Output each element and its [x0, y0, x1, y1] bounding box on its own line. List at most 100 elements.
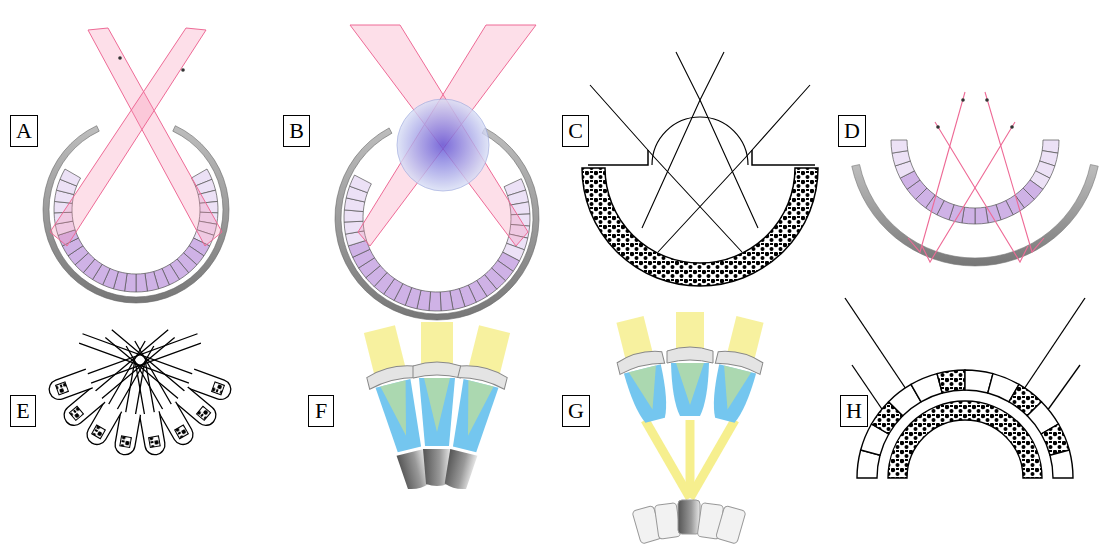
- light-cone: [447, 379, 498, 454]
- light-beam: [676, 312, 704, 352]
- panel-label-box: A: [10, 115, 38, 147]
- light-ray: [1018, 298, 1085, 398]
- light-cone: [376, 379, 427, 454]
- panel-label-box: F: [308, 395, 334, 427]
- fiber-line: [88, 334, 201, 383]
- light-cone: [676, 363, 704, 405]
- fiber-line: [109, 341, 154, 409]
- detector-block: [344, 210, 363, 222]
- panel-letter: C: [568, 120, 583, 142]
- detector-block: [440, 291, 453, 311]
- light-cone: [629, 365, 666, 413]
- fiber-line: [95, 330, 174, 399]
- light-beam: [50, 28, 206, 246]
- panel-a: [43, 28, 229, 303]
- detector-block: [60, 169, 81, 186]
- light-ray: [985, 92, 1044, 252]
- ray-arrow: [985, 98, 989, 102]
- photodetector: [678, 500, 700, 534]
- optic-unit: [608, 314, 678, 426]
- fiber-unit: [46, 329, 202, 402]
- reflector-arc: [852, 165, 1098, 266]
- panel-b: [335, 25, 539, 320]
- light-cone: [624, 364, 674, 425]
- surface-line: [588, 150, 815, 165]
- panel-e: [46, 326, 233, 456]
- fiber-unit: [77, 329, 233, 402]
- light-ray: [700, 52, 758, 228]
- optic-unit: [703, 314, 773, 426]
- light-cone: [424, 378, 450, 432]
- light-ray: [590, 85, 742, 252]
- optic-unit: [667, 312, 713, 416]
- light-ray: [658, 85, 810, 252]
- crystal: [212, 382, 225, 395]
- ray-arrow: [961, 98, 965, 102]
- panel-letter: H: [846, 400, 862, 422]
- panel-label-box: H: [840, 395, 868, 427]
- crystal: [120, 436, 132, 448]
- textured-annulus: [888, 401, 1042, 478]
- light-beam: [358, 25, 536, 246]
- light-beam: [645, 420, 690, 498]
- scintillation-spot: [397, 99, 489, 191]
- crystal: [149, 436, 161, 448]
- panel-letter: F: [315, 400, 327, 422]
- ray-arrow: [118, 56, 122, 60]
- panel-label-box: G: [562, 395, 590, 427]
- light-cone: [671, 363, 709, 416]
- detector-block: [975, 207, 988, 224]
- detector-block: [716, 505, 747, 544]
- panel-label-box: D: [838, 115, 866, 147]
- segment-block: [1050, 450, 1073, 478]
- light-ray: [845, 298, 912, 398]
- panel-f: [356, 322, 518, 494]
- dome: [652, 117, 748, 165]
- segment-block: [937, 370, 965, 393]
- detector-block: [136, 273, 147, 292]
- panel-h: [845, 298, 1085, 478]
- light-ray: [922, 122, 1015, 262]
- light-cone: [714, 365, 751, 413]
- panel-letter: B: [289, 120, 304, 142]
- light-cone: [380, 380, 418, 439]
- textured-annulus: [582, 168, 818, 286]
- panel-letter: A: [16, 120, 32, 142]
- panel-label-box: E: [10, 395, 36, 427]
- light-beam: [690, 420, 735, 498]
- fiber-line: [136, 362, 155, 414]
- lens: [667, 347, 713, 363]
- panel-label-box: B: [283, 115, 310, 147]
- light-beam: [421, 322, 453, 367]
- panel-letter: D: [844, 120, 860, 142]
- crystal: [92, 425, 106, 439]
- lens: [413, 362, 461, 378]
- light-cone: [419, 378, 455, 446]
- ray-arrow: [936, 125, 940, 129]
- light-ray: [908, 92, 965, 252]
- photodetector: [441, 449, 477, 492]
- crystal: [197, 406, 211, 420]
- ray-arrow: [1010, 125, 1014, 129]
- crystal: [69, 406, 83, 420]
- detector-block: [654, 503, 681, 540]
- panel-c: [582, 52, 818, 286]
- detector-block: [891, 140, 908, 153]
- panel-label-box: C: [562, 115, 589, 147]
- tube: [140, 411, 167, 456]
- light-cone: [455, 380, 493, 439]
- tube: [46, 369, 92, 402]
- panel-d: [852, 92, 1098, 266]
- light-ray: [935, 122, 1028, 262]
- panel-letter: E: [16, 400, 29, 422]
- light-beam: [88, 28, 222, 246]
- panel-g: [608, 312, 773, 544]
- optic-unit: [432, 323, 518, 494]
- detector-block: [429, 292, 441, 311]
- crystal: [175, 425, 189, 439]
- light-cone: [706, 364, 756, 425]
- ray-arrow: [181, 68, 185, 72]
- panel-letter: G: [568, 400, 584, 422]
- crystal: [56, 382, 69, 395]
